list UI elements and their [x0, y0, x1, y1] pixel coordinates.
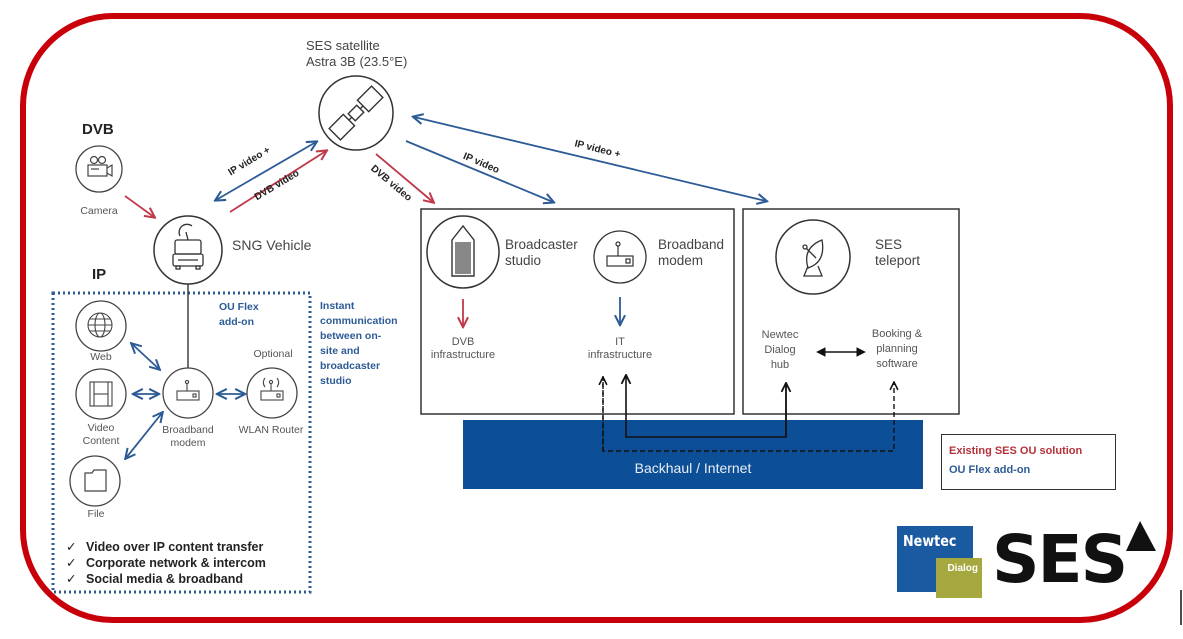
web-modem-arrow	[132, 344, 159, 369]
booking-software-label: Booking & planning software	[871, 328, 923, 370]
checklist-item: ✓Social media & broadband	[66, 572, 243, 586]
video-content-label: Video Content	[82, 422, 120, 447]
ou-flex-addon-label: OU Flex add-on	[219, 301, 259, 328]
newtec-hub-label: Newtec Dialog hub	[761, 329, 799, 371]
ip-features-checklist: ✓Video over IP content transfer ✓Corpora…	[66, 539, 266, 587]
broadcaster-studio-icon	[426, 215, 500, 289]
satellite-label: SES satellite Astra 3B (23.5°E)	[306, 38, 407, 70]
check-icon: ✓	[66, 572, 77, 586]
satellite-icon	[318, 75, 394, 151]
broadband-modem-icon	[593, 230, 647, 284]
broadcaster-studio-label: Broadcaster studio	[505, 237, 578, 268]
sng-sat-ip-arrow	[216, 142, 316, 200]
web-globe-icon	[75, 300, 127, 352]
dvb-infrastructure-label: DVB infrastructure	[430, 336, 496, 361]
teleport-box	[742, 208, 960, 415]
legend-box: Existing SES OU solution OU Flex add-on	[941, 434, 1116, 490]
ip-modem-label: Broadband modem	[162, 424, 214, 449]
sng-vehicle-label: SNG Vehicle	[232, 237, 312, 253]
ip-section-box	[51, 291, 312, 594]
video-camera-icon	[75, 145, 123, 193]
file-modem-arrow	[126, 413, 162, 458]
ses-logo: SES	[992, 521, 1128, 598]
satellite-dish-icon	[775, 219, 851, 295]
it-to-hub-connection	[626, 376, 787, 438]
camera-to-sng-arrow	[124, 195, 154, 217]
legend-addon: OU Flex add-on	[949, 464, 1031, 476]
check-icon: ✓	[66, 540, 77, 554]
backhaul-label: Backhaul / Internet	[634, 460, 752, 476]
broadcaster-box	[420, 208, 735, 415]
teleport-label: SES teleport	[875, 237, 921, 268]
sng-sat-dvb-arrow	[229, 151, 326, 213]
ip-heading: IP	[92, 266, 107, 283]
dvb-heading: DVB	[82, 121, 114, 138]
backhaul-bar: Backhaul / Internet	[463, 420, 923, 489]
it-to-booking-dashed-connection	[602, 376, 894, 452]
web-label: Web	[90, 351, 112, 363]
ses-triangle-icon	[1126, 521, 1156, 551]
optional-label: Optional	[253, 348, 293, 360]
satellite-position: Astra 3B (23.5°E)	[306, 54, 408, 69]
ip-broadband-modem-icon	[162, 367, 214, 419]
file-folder-icon	[69, 455, 121, 507]
instant-communication-note: Instant communication between on- site a…	[320, 300, 398, 387]
legend-existing: Existing SES OU solution	[949, 445, 1083, 457]
sat-teleport-ip-arrow	[414, 117, 766, 201]
camera-label: Camera	[80, 205, 118, 217]
sng-truck-icon	[153, 215, 223, 285]
satellite-name: SES satellite	[306, 38, 380, 53]
checklist-item: ✓Video over IP content transfer	[66, 540, 264, 554]
broadcaster-modem-label: Broadband modem	[658, 237, 725, 268]
wlan-router-label: WLAN Router	[238, 424, 304, 436]
file-label: File	[87, 508, 105, 520]
dialog-logo: Dialog	[936, 558, 982, 598]
it-infrastructure-label: IT infrastructure	[587, 336, 653, 361]
wlan-router-icon	[246, 367, 298, 419]
checklist-item: ✓Corporate network & intercom	[66, 556, 266, 570]
outer-frame	[20, 13, 1173, 623]
check-icon: ✓	[66, 556, 77, 570]
video-content-icon	[75, 368, 127, 420]
